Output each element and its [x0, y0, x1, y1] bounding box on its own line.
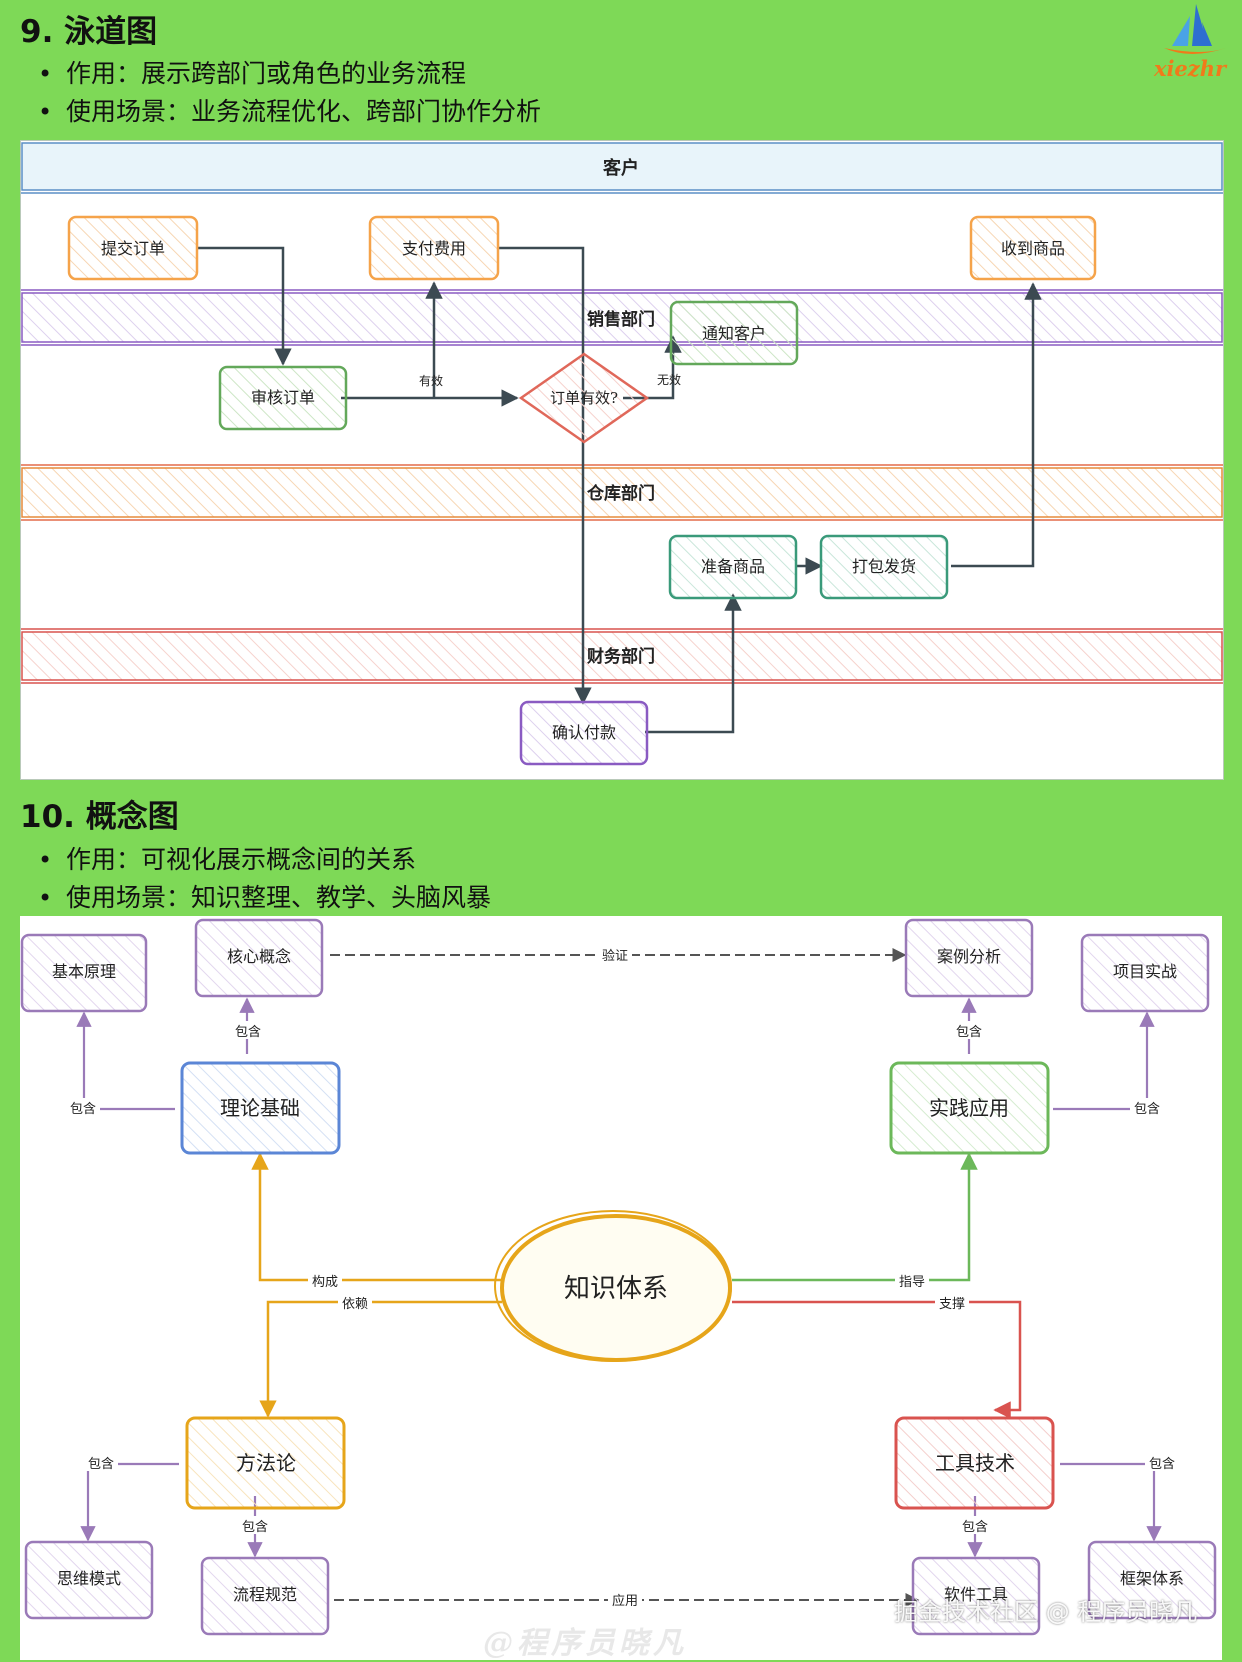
svg-text:确认付款: 确认付款: [552, 723, 616, 742]
edge-label-guide: 指导: [899, 1275, 925, 1290]
bullet-purpose: 作用：展示跨部门或角色的业务流程: [38, 55, 541, 93]
node-basic-principle: 基本原理: [20, 933, 148, 1013]
bullet-usage: 使用场景：业务流程优化、跨部门协作分析: [38, 93, 541, 131]
section-9-title: 9. 泳道图: [20, 14, 158, 50]
svg-text:实践应用: 实践应用: [929, 1096, 1009, 1120]
node-thinking-mode: 思维模式: [24, 1540, 154, 1620]
edge-label-compose: 构成: [312, 1275, 338, 1290]
node-core-concept: 核心概念: [194, 918, 324, 998]
edge-label-include: 包含: [1149, 1456, 1175, 1472]
logo-text: xiezhr: [1153, 56, 1227, 81]
node-review-order: 审核订单: [218, 365, 348, 431]
node-submit-order: 提交订单: [67, 215, 199, 281]
svg-text:准备商品: 准备商品: [701, 557, 765, 576]
svg-text:流程规范: 流程规范: [233, 1585, 297, 1604]
node-notify-customer: 通知客户: [669, 300, 799, 366]
lane-sales: 销售部门: [21, 289, 1223, 346]
svg-text:订单有效?: 订单有效?: [550, 389, 618, 407]
lane-label-finance: 财务部门: [586, 646, 655, 667]
edge-label-include: 包含: [962, 1519, 988, 1535]
edge-label-support: 支撑: [939, 1297, 965, 1312]
lane-finance: 财务部门: [21, 628, 1223, 684]
section-10-title: 10. 概念图: [20, 799, 179, 835]
svg-text:通知客户: 通知客户: [702, 324, 766, 343]
svg-text:框架体系: 框架体系: [1120, 1569, 1184, 1588]
swimlane-diagram: 客户 销售部门 仓库部门 财务部门: [20, 140, 1224, 780]
node-order-valid-decision: 订单有效?: [518, 352, 650, 444]
lane-customer: 客户: [21, 142, 1223, 194]
author-watermark: @程序员晓凡: [483, 1626, 687, 1661]
node-prepare-goods: 准备商品: [668, 534, 798, 600]
concept-map: 验证 应用 包含 包含 包含 包含 包含 包含 包含 包含: [20, 916, 1222, 1660]
edge-label-verify: 验证: [602, 948, 628, 964]
svg-text:审核订单: 审核订单: [251, 388, 315, 407]
svg-text:软件工具: 软件工具: [944, 1585, 1008, 1604]
lane-label-sales: 销售部门: [587, 309, 655, 330]
logo: xiezhr: [1142, 2, 1238, 88]
edge-label-include: 包含: [70, 1101, 96, 1117]
edge-label-include: 包含: [88, 1456, 114, 1472]
center-edges: [251, 1152, 1022, 1419]
svg-text:基本原理: 基本原理: [52, 962, 116, 981]
svg-text:支付费用: 支付费用: [402, 239, 466, 258]
svg-text:核心概念: 核心概念: [227, 947, 291, 966]
edge-label-include: 包含: [242, 1519, 268, 1535]
svg-text:案例分析: 案例分析: [937, 947, 1001, 966]
edge-label-invalid: 无效: [657, 372, 681, 387]
svg-text:知识体系: 知识体系: [564, 1274, 668, 1304]
node-practice-application: 实践应用: [889, 1061, 1050, 1155]
lane-label-warehouse: 仓库部门: [586, 483, 655, 504]
svg-text:收到商品: 收到商品: [1001, 239, 1065, 258]
bullet-purpose: 作用：可视化展示概念间的关系: [38, 841, 491, 879]
svg-text:工具技术: 工具技术: [935, 1451, 1015, 1475]
node-software-tools: 软件工具: [911, 1556, 1041, 1636]
edge-label-depend: 依赖: [342, 1297, 368, 1312]
section-10-bullets: 作用：可视化展示概念间的关系 使用场景：知识整理、教学、头脑风暴: [38, 841, 491, 917]
svg-text:打包发货: 打包发货: [852, 557, 916, 576]
edge-label-include: 包含: [235, 1024, 261, 1040]
node-methodology: 方法论: [185, 1416, 346, 1510]
section-9-bullets: 作用：展示跨部门或角色的业务流程 使用场景：业务流程优化、跨部门协作分析: [38, 55, 541, 131]
svg-text:提交订单: 提交订单: [101, 239, 165, 258]
node-theory-basis: 理论基础: [180, 1061, 341, 1155]
swimlane-edges: [197, 246, 1042, 734]
node-tools-tech: 工具技术: [894, 1416, 1055, 1510]
juejin-watermark: 掘金技术社区 @ 程序员晓凡: [894, 1598, 1198, 1626]
node-project-practice: 项目实战: [1080, 933, 1210, 1013]
sailboat-icon: [1164, 4, 1226, 54]
node-case-analysis: 案例分析: [904, 918, 1034, 998]
svg-text:理论基础: 理论基础: [220, 1096, 300, 1120]
node-receive-goods: 收到商品: [969, 215, 1097, 281]
edge-label-include: 包含: [1134, 1101, 1160, 1117]
node-pack-ship: 打包发货: [819, 534, 949, 600]
edge-label-apply: 应用: [612, 1593, 638, 1609]
node-process-standard: 流程规范: [200, 1556, 330, 1636]
edge-label-include: 包含: [956, 1024, 982, 1040]
dashed-relations: 验证 应用: [330, 946, 920, 1609]
node-confirm-payment: 确认付款: [519, 700, 649, 766]
svg-text:方法论: 方法论: [236, 1451, 296, 1475]
svg-text:思维模式: 思维模式: [57, 1569, 121, 1588]
svg-text:项目实战: 项目实战: [1113, 962, 1177, 981]
lane-warehouse: 仓库部门: [21, 464, 1223, 521]
edge-label-valid: 有效: [419, 373, 443, 388]
bullet-usage: 使用场景：知识整理、教学、头脑风暴: [38, 879, 491, 917]
node-framework-system: 框架体系: [1087, 1540, 1217, 1620]
lane-label-customer: 客户: [603, 157, 639, 179]
node-pay: 支付费用: [368, 215, 500, 281]
node-knowledge-system: 知识体系: [494, 1210, 732, 1362]
